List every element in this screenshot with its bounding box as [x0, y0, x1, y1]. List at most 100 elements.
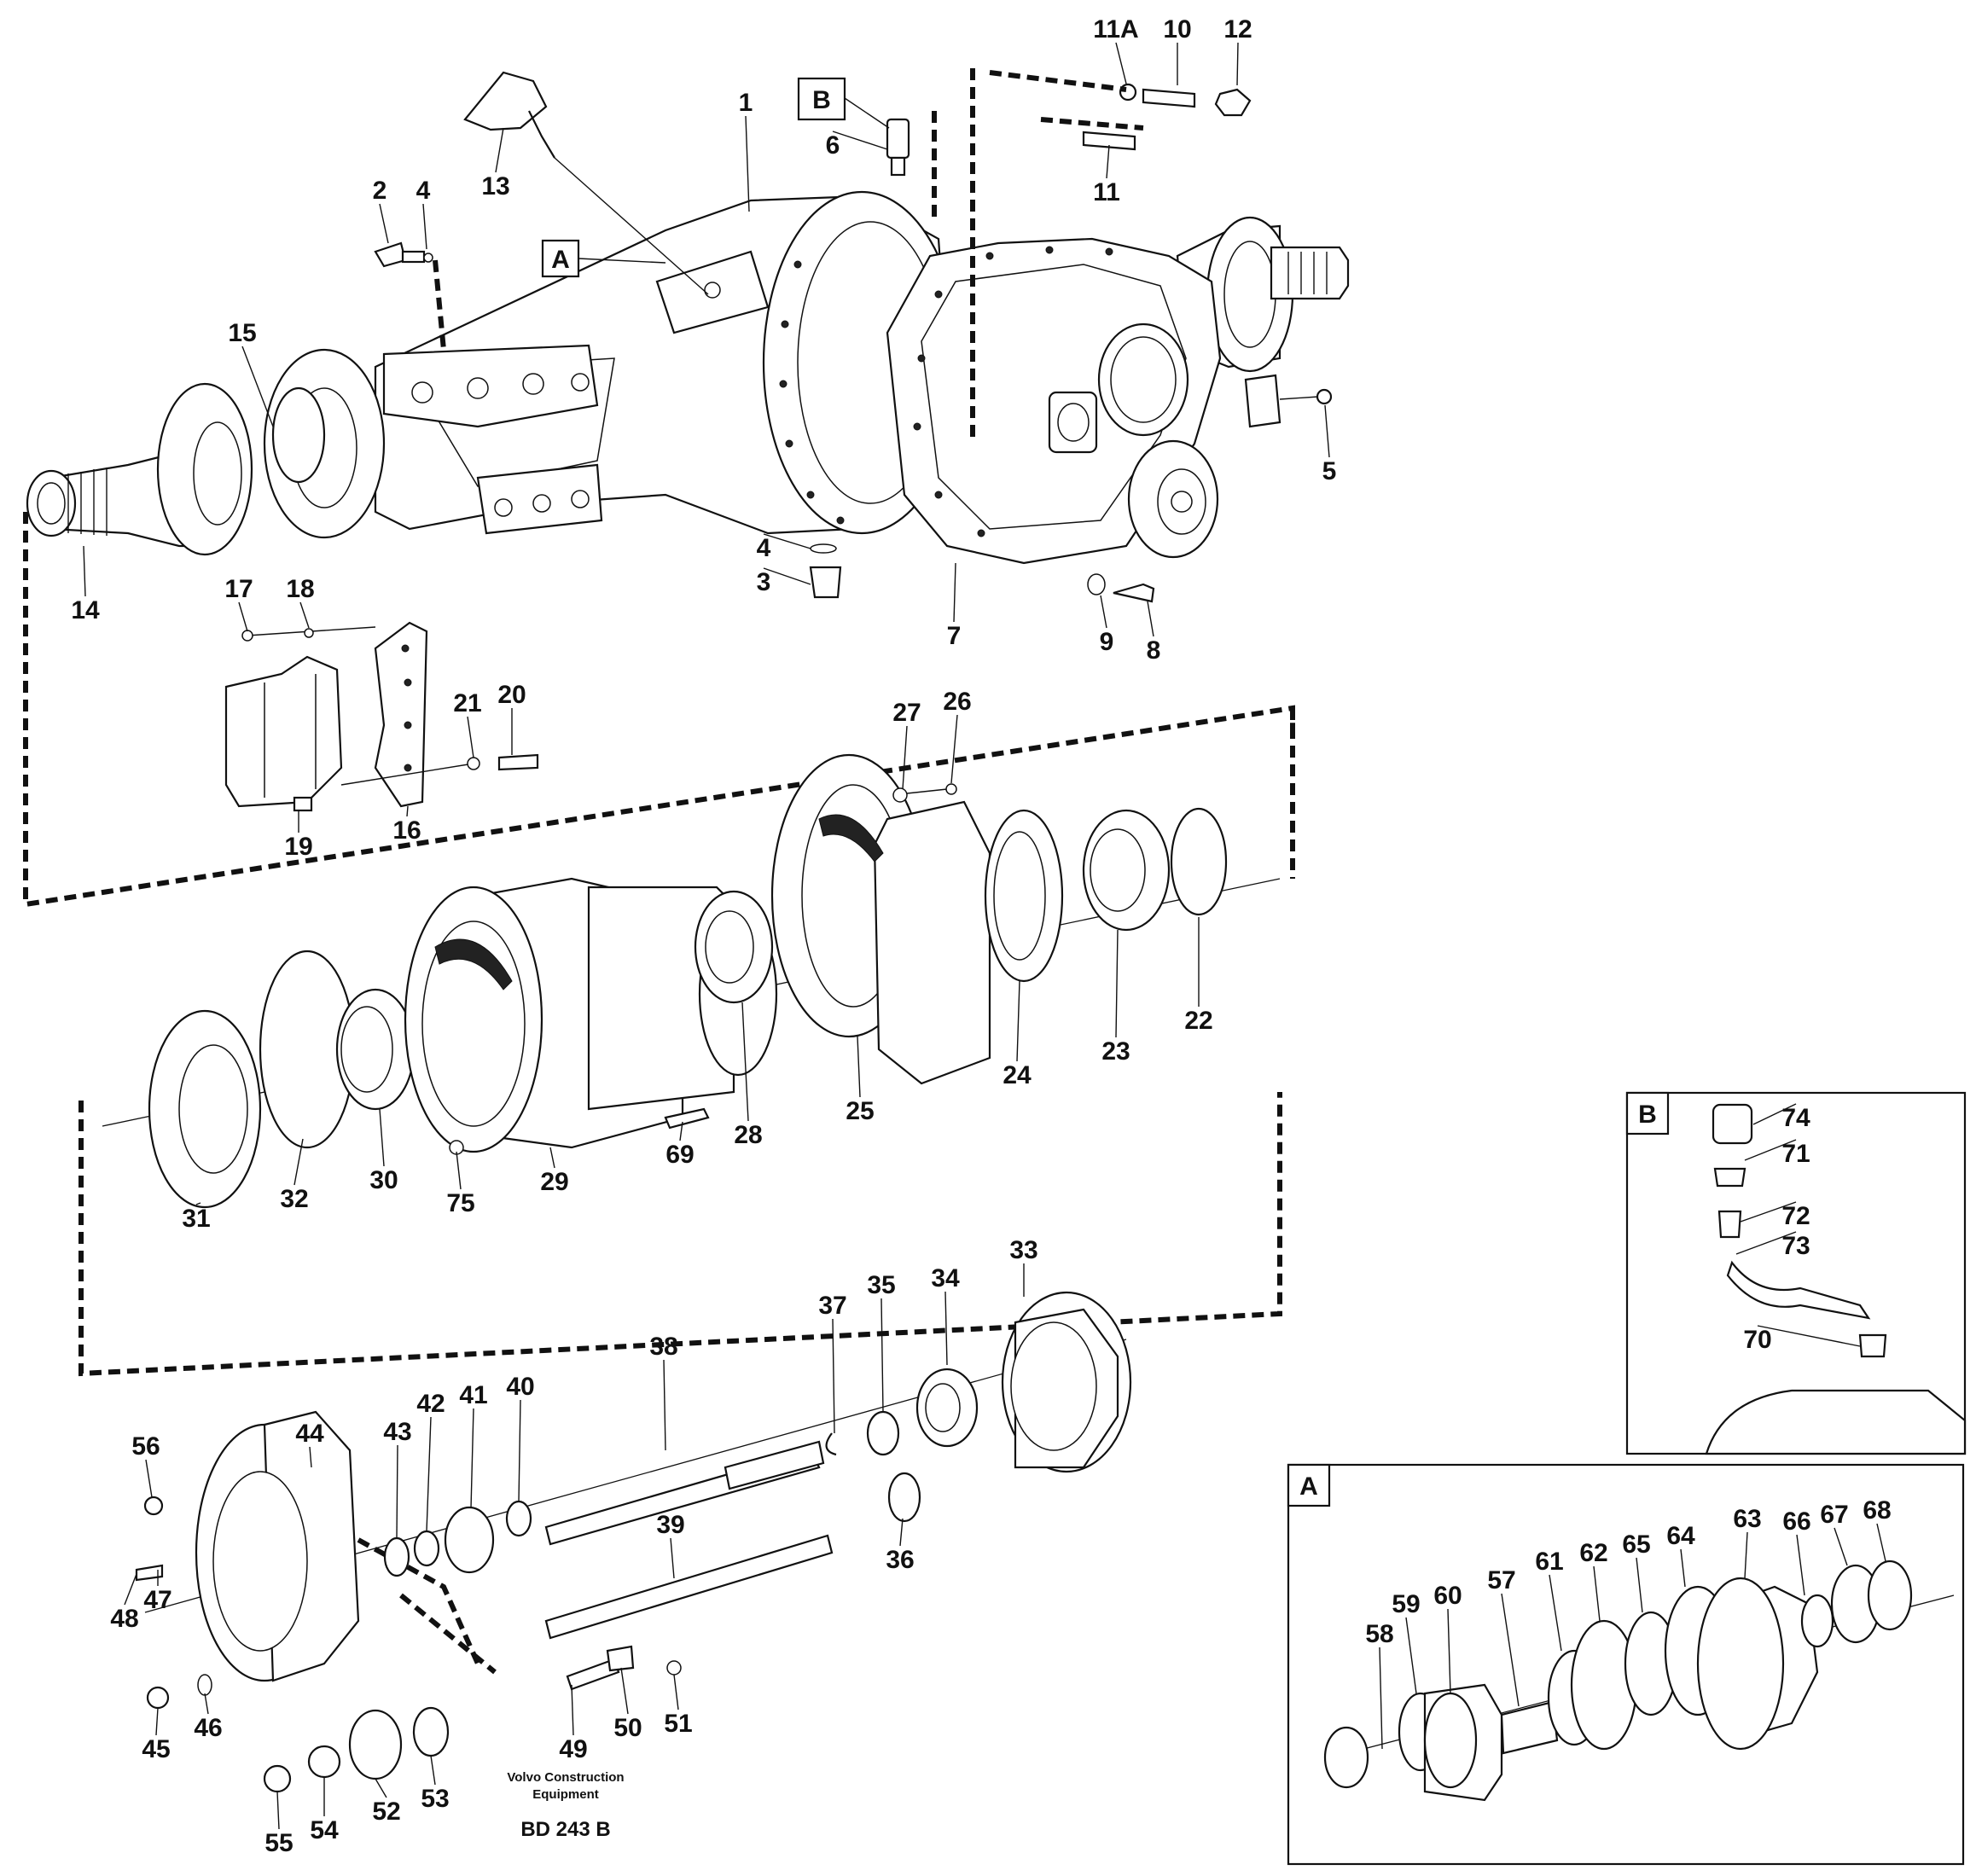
leader-line-50 — [620, 1667, 629, 1715]
credit-line-2: Equipment — [532, 1787, 599, 1802]
left-axle-end — [26, 348, 386, 556]
part-label-51: 51 — [664, 1710, 692, 1738]
part-label-6: 6 — [826, 131, 840, 160]
leader-line-2 — [379, 203, 389, 244]
part-label-70: 70 — [1743, 1326, 1771, 1354]
part-label-13: 13 — [481, 172, 509, 200]
part-label-11a: 11A — [1093, 15, 1138, 44]
leader-line-59 — [1405, 1617, 1417, 1694]
part-label-41: 41 — [459, 1381, 487, 1409]
leader-line-55 — [276, 1791, 280, 1830]
leader-line-61 — [1549, 1574, 1562, 1652]
part-label-28: 28 — [734, 1121, 762, 1149]
leader-line-48 — [124, 1573, 137, 1606]
leader-line-45 — [155, 1707, 159, 1736]
part-label-5: 5 — [1322, 457, 1337, 485]
leader-line-5 — [1324, 404, 1330, 458]
part-label-40: 40 — [506, 1373, 534, 1401]
leader-line-68 — [1876, 1523, 1886, 1562]
leader-line-21 — [467, 716, 474, 758]
callout-boxes — [541, 77, 890, 278]
leader-line-27 — [902, 725, 908, 790]
part-label-10: 10 — [1163, 15, 1191, 44]
label-leaders — [83, 42, 1886, 1830]
leader-line-56 — [145, 1459, 153, 1498]
leader-line-9 — [1100, 595, 1107, 629]
leader-line-14 — [83, 545, 86, 597]
part-label-26: 26 — [943, 688, 971, 716]
part-label-52: 52 — [372, 1798, 400, 1826]
part-label-47: 47 — [143, 1586, 171, 1614]
leader-line-63 — [1744, 1531, 1748, 1579]
leader-line-35 — [880, 1298, 884, 1413]
leader-line-39 — [670, 1537, 675, 1579]
part-label-31: 31 — [182, 1205, 210, 1233]
callout-b-main: B — [812, 86, 831, 114]
leader-line-15 — [241, 346, 274, 427]
leader-line-29 — [549, 1147, 555, 1169]
leader-line-7 — [953, 562, 956, 623]
part-label-29: 29 — [540, 1168, 568, 1196]
part-label-59: 59 — [1392, 1590, 1420, 1618]
leader-line-57 — [1501, 1593, 1520, 1707]
right-axle-end — [1206, 216, 1350, 373]
part-label-56: 56 — [131, 1432, 160, 1461]
part-label-1: 1 — [739, 89, 753, 117]
part-label-54: 54 — [310, 1816, 339, 1844]
leader-line-28 — [741, 1002, 749, 1122]
leader-line-65 — [1636, 1557, 1643, 1613]
part-label-15: 15 — [228, 319, 256, 347]
leader-line-6 — [832, 131, 888, 150]
part-label-18: 18 — [286, 575, 314, 603]
part-label-48: 48 — [110, 1605, 138, 1633]
cover-plate — [1244, 374, 1333, 428]
part-label-65: 65 — [1622, 1530, 1650, 1559]
leader-line-67 — [1834, 1527, 1848, 1566]
part-label-58: 58 — [1365, 1620, 1393, 1648]
leader-line-70 — [1757, 1325, 1861, 1347]
part-label-63: 63 — [1733, 1505, 1761, 1533]
leader-line-25 — [857, 1036, 861, 1098]
small-parts-top — [374, 83, 1252, 603]
planetary-group — [135, 1291, 1132, 1793]
leader-line-3 — [763, 567, 811, 585]
leader-line-23 — [1115, 929, 1119, 1038]
leader-line-11 — [1106, 144, 1110, 179]
part-label-68: 68 — [1863, 1496, 1891, 1525]
detail-inset-a — [1287, 1463, 1965, 1866]
part-label-53: 53 — [421, 1785, 449, 1813]
leader-line-69 — [679, 1121, 683, 1141]
part-label-33: 33 — [1009, 1236, 1037, 1264]
part-label-34: 34 — [931, 1264, 960, 1292]
part-label-14: 14 — [71, 596, 100, 624]
part-label-42: 42 — [416, 1390, 445, 1418]
leader-line-32 — [293, 1138, 304, 1186]
part-label-17: 17 — [224, 575, 253, 603]
leader-line-44 — [309, 1446, 312, 1468]
leader-line-72 — [1740, 1201, 1797, 1223]
part-label-9: 9 — [1100, 628, 1114, 656]
callout-a-main: A — [551, 246, 570, 274]
leader-line-4a — [422, 203, 427, 250]
part-label-22: 22 — [1184, 1007, 1212, 1035]
part-label-61: 61 — [1535, 1548, 1563, 1576]
leader-line-18 — [299, 601, 310, 629]
part-label-7: 7 — [947, 622, 962, 650]
leader-line-38 — [663, 1359, 666, 1451]
part-label-12: 12 — [1223, 15, 1252, 44]
breather — [463, 71, 709, 295]
leader-line-51 — [673, 1674, 679, 1710]
part-label-19: 19 — [284, 833, 312, 861]
leader-line-43 — [396, 1444, 398, 1538]
leader-line-66 — [1796, 1534, 1805, 1596]
part-label-27: 27 — [892, 699, 921, 727]
assembly-paths — [23, 68, 1295, 1675]
inset-b-letter: B — [1638, 1101, 1657, 1129]
leader-line-36 — [899, 1518, 904, 1547]
part-label-44: 44 — [295, 1420, 324, 1448]
leader-line-74 — [1752, 1103, 1797, 1125]
leader-line-1 — [745, 115, 750, 212]
part-label-24: 24 — [1003, 1061, 1032, 1089]
leader-line-62 — [1593, 1565, 1601, 1622]
